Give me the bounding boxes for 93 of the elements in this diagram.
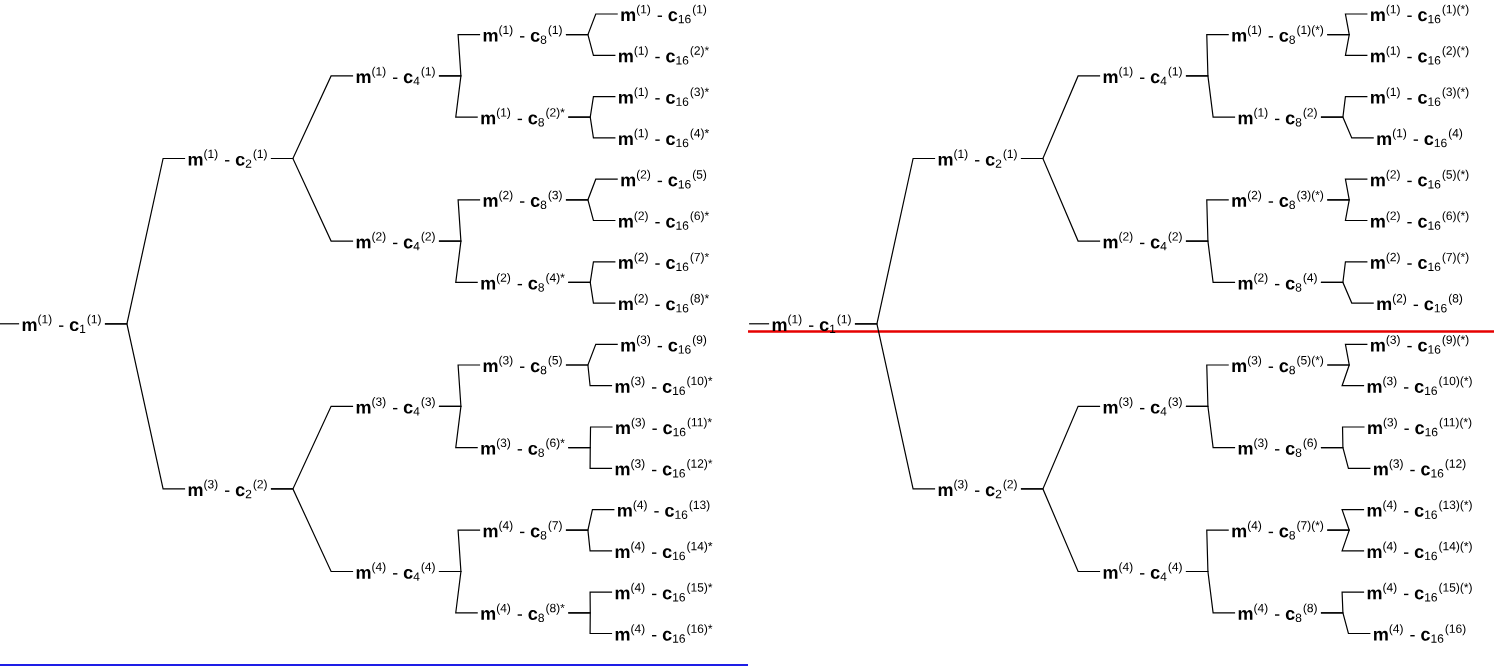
node-label: m$^{(4)}$ - c$_{16}$(14)* xyxy=(615,541,713,561)
connector-line xyxy=(1185,405,1236,449)
node-label: m$^{(3)}$ - c$_{8}$(6)* xyxy=(481,438,565,457)
node-label: m$^{(2)}$ - c$_{16}$(7)(*) xyxy=(1371,252,1469,272)
connector-line xyxy=(1185,75,1236,118)
node-label: m$^{(2)}$ - c$_{16}$(6)(*) xyxy=(1371,211,1469,230)
node-label: m$^{(4)}$ - c$_{4}$(4) xyxy=(1103,562,1182,581)
node-label: m$^{(1)}$ - c$_{16}$(3)* xyxy=(619,87,709,106)
connector-line xyxy=(565,199,616,222)
connector-line xyxy=(1020,157,1101,242)
node-label: m$^{(2)}$ - c$_{8}$(3)(*) xyxy=(1232,190,1324,210)
connector-line xyxy=(1185,240,1236,283)
node-label: m$^{(4)}$ - c$_{16}$(15)(*) xyxy=(1367,582,1472,602)
node-label: m$^{(1)}$ - c$_{2}$(1) xyxy=(938,149,1017,168)
node-label: m$^{(4)}$ - c$_{8}$(8) xyxy=(1238,603,1317,623)
node-label: m$^{(4)}$ - c$_{16}$(15)* xyxy=(615,582,713,602)
node-label: m$^{(3)}$ - c$_{8}$(5) xyxy=(483,355,562,375)
connector-line xyxy=(1020,488,1101,573)
node-label: m$^{(2)}$ - c$_{16}$(7)* xyxy=(619,252,709,272)
node-label: m$^{(1)}$ - c$_{8}$(2) xyxy=(1238,107,1317,127)
connector-line xyxy=(1320,447,1371,469)
node-label: m$^{(2)}$ - c$_{16}$(6)* xyxy=(619,211,709,230)
connector-line xyxy=(567,281,616,304)
node-label: m$^{(3)}$ - c$_{16}$(10)* xyxy=(615,376,713,395)
connector-line xyxy=(1185,570,1236,614)
node-label: m$^{(1)}$ - c$_{16}$(3)(*) xyxy=(1371,87,1469,106)
node-label: m$^{(1)}$ - c$_{4}$(1) xyxy=(1103,66,1182,86)
node-label: m$^{(1)}$ - c$_{16}$(2)* xyxy=(619,45,709,65)
connector-line xyxy=(565,529,613,552)
connector-line xyxy=(270,157,354,242)
node-label: m$^{(3)}$ - c$_{16}$(11)(*) xyxy=(1368,417,1472,437)
node-label: m$^{(4)}$ - c$_{16}$(13)(*) xyxy=(1367,500,1472,519)
node-label: m$^{(3)}$ - c$_{16}$(12) xyxy=(1374,458,1466,478)
node-label: m$^{(1)}$ - c$_{16}$(4)* xyxy=(619,128,709,148)
connector-line xyxy=(1320,116,1375,139)
connector-line xyxy=(438,240,479,283)
node-label: m$^{(4)}$ - c$_{8}$(8)* xyxy=(481,603,565,623)
node-label: m$^{(2)}$ - c$_{16}$(8)* xyxy=(619,293,709,313)
connector-line xyxy=(854,323,936,490)
node-label: m$^{(4)}$ - c$_{16}$(16) xyxy=(1374,624,1466,643)
node-label: m$^{(4)}$ - c$_{8}$(7)(*) xyxy=(1232,520,1324,540)
node-label: m$^{(3)}$ - c$_{16}$(9)(*) xyxy=(1371,335,1469,354)
node-label: m$^{(2)}$ - c$_{4}$(2) xyxy=(356,231,435,251)
node-label: m$^{(1)}$ - c$_{16}$(4) xyxy=(1377,128,1463,148)
connector-line xyxy=(565,364,613,387)
node-label: m$^{(1)}$ - c$_{8}$(1) xyxy=(483,25,562,44)
node-label: m$^{(2)}$ - c$_{16}$(8) xyxy=(1377,293,1463,313)
node-label: m$^{(2)}$ - c$_{16}$(5)(*) xyxy=(1371,169,1469,189)
node-label: m$^{(3)}$ - c$_{4}$(3) xyxy=(1103,397,1182,416)
node-label: m$^{(3)}$ - c$_{4}$(3) xyxy=(356,397,435,416)
node-label: m$^{(4)}$ - c$_{8}$(7) xyxy=(483,520,562,540)
node-label: m$^{(2)}$ - c$_{8}$(3) xyxy=(483,190,562,210)
connector-line xyxy=(1326,364,1365,387)
node-label: m$^{(4)}$ - c$_{16}$(16)* xyxy=(615,624,713,643)
node-label: m$^{(3)}$ - c$_{16}$(11)* xyxy=(616,417,712,437)
connector-line xyxy=(270,488,354,573)
connector-line xyxy=(104,323,186,490)
node-label: m$^{(1)}$ - c$_{1}$(1) xyxy=(22,314,101,333)
node-label: m$^{(1)}$ - c$_{16}$(1)(*) xyxy=(1371,4,1469,24)
node-label: m$^{(2)}$ - c$_{8}$(4)* xyxy=(481,273,565,292)
node-label: m$^{(2)}$ - c$_{4}$(2) xyxy=(1103,231,1182,251)
connector-line xyxy=(565,34,616,56)
node-label: m$^{(1)}$ - c$_{16}$(1) xyxy=(621,4,707,24)
node-label: m$^{(1)}$ - c$_{2}$(1) xyxy=(188,149,267,168)
connector-line xyxy=(1320,612,1371,635)
connector-line xyxy=(567,612,613,635)
node-label: m$^{(1)}$ - c$_{8}$(2)* xyxy=(481,107,565,127)
connector-line xyxy=(748,323,770,325)
node-label: m$^{(2)}$ - c$_{16}$(5) xyxy=(621,169,707,189)
node-label: m$^{(3)}$ - c$_{2}$(2) xyxy=(938,479,1017,499)
node-label: m$^{(1)}$ - c$_{4}$(1) xyxy=(356,66,435,86)
connector-line xyxy=(438,405,479,449)
connector-line xyxy=(438,570,479,614)
node-label: m$^{(1)}$ - c$_{8}$(1)(*) xyxy=(1232,25,1324,44)
connector-line xyxy=(1326,199,1369,222)
connector-line xyxy=(567,447,613,469)
connector-line xyxy=(1320,281,1375,304)
node-label: m$^{(3)}$ - c$_{2}$(2) xyxy=(188,479,267,499)
connector-line xyxy=(438,75,479,118)
connector-line xyxy=(1326,529,1365,552)
connector-line xyxy=(0,323,20,325)
connector-line xyxy=(567,116,616,139)
connector-line xyxy=(1326,34,1369,56)
node-label: m$^{(4)}$ - c$_{4}$(4) xyxy=(356,562,435,581)
node-label: m$^{(3)}$ - c$_{16}$(12)* xyxy=(615,458,713,478)
node-label: m$^{(4)}$ - c$_{16}$(13) xyxy=(618,500,710,519)
node-label: m$^{(2)}$ - c$_{8}$(4) xyxy=(1238,273,1317,292)
node-label: m$^{(4)}$ - c$_{16}$(14)(*) xyxy=(1367,541,1472,561)
node-label: m$^{(3)}$ - c$_{8}$(5)(*) xyxy=(1232,355,1324,375)
node-label: m$^{(3)}$ - c$_{16}$(10)(*) xyxy=(1367,376,1472,395)
node-label: m$^{(1)}$ - c$_{16}$(2)(*) xyxy=(1371,45,1469,65)
node-label: m$^{(3)}$ - c$_{16}$(9) xyxy=(621,335,707,354)
node-label: m$^{(3)}$ - c$_{8}$(6) xyxy=(1238,438,1317,457)
